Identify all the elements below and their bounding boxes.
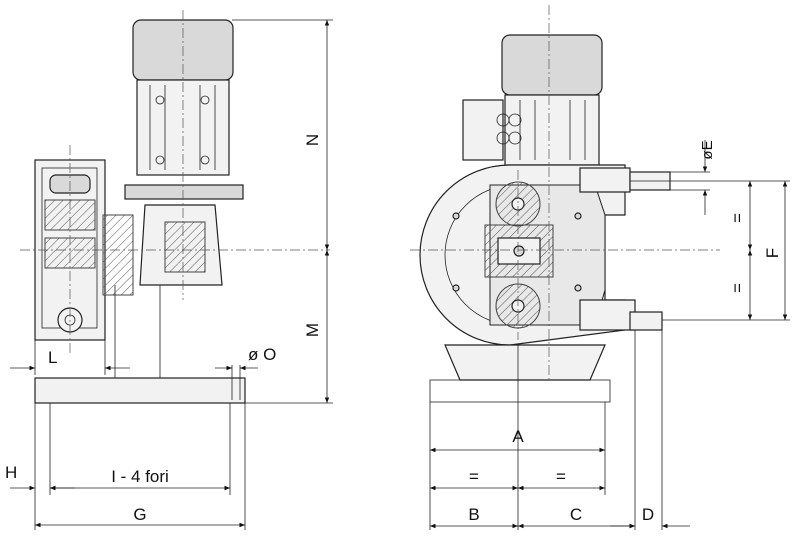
motor-flange-side [124, 184, 244, 200]
gearbox-section [164, 221, 206, 273]
dim-label-M: M [303, 323, 322, 337]
dim-label-C: C [570, 505, 582, 524]
dim-label-B: B [468, 505, 479, 524]
dim-label-eq-lower: = [728, 283, 747, 293]
dim-label-eq-left: = [469, 467, 479, 486]
dim-label-H: H [5, 463, 17, 482]
motor-fins-side [149, 85, 216, 170]
dim-label-eq-upper: = [728, 213, 747, 223]
motor-cap-front [501, 34, 603, 96]
dim-label-N: N [303, 134, 322, 146]
upper-hose-clamp [579, 167, 631, 193]
dim-label-I: I - 4 fori [111, 467, 169, 486]
dim-label-G: G [133, 505, 146, 524]
dim-label-eq-right: = [556, 467, 566, 486]
coupling-section [102, 214, 134, 296]
motor-fins-front [519, 100, 586, 160]
dim-label-A: A [512, 427, 524, 446]
lower-hose-fitting [629, 311, 663, 331]
terminal-box [462, 99, 504, 161]
front-view: øE = = F A = = B C D [410, 5, 790, 530]
dim-label-E: øE [699, 140, 716, 159]
base-plate-front [429, 379, 611, 403]
lower-hose-clamp [579, 299, 636, 331]
base-plate-side [34, 377, 246, 404]
motor-body-front [504, 94, 600, 166]
dim-label-O: ø O [248, 345, 276, 364]
dim-label-D: D [642, 505, 654, 524]
dim-label-F: F [763, 248, 782, 258]
side-view: N M L ø O H I - 4 fori G [5, 10, 333, 530]
pump-stand-front [444, 344, 606, 381]
dim-label-L: L [48, 348, 57, 367]
